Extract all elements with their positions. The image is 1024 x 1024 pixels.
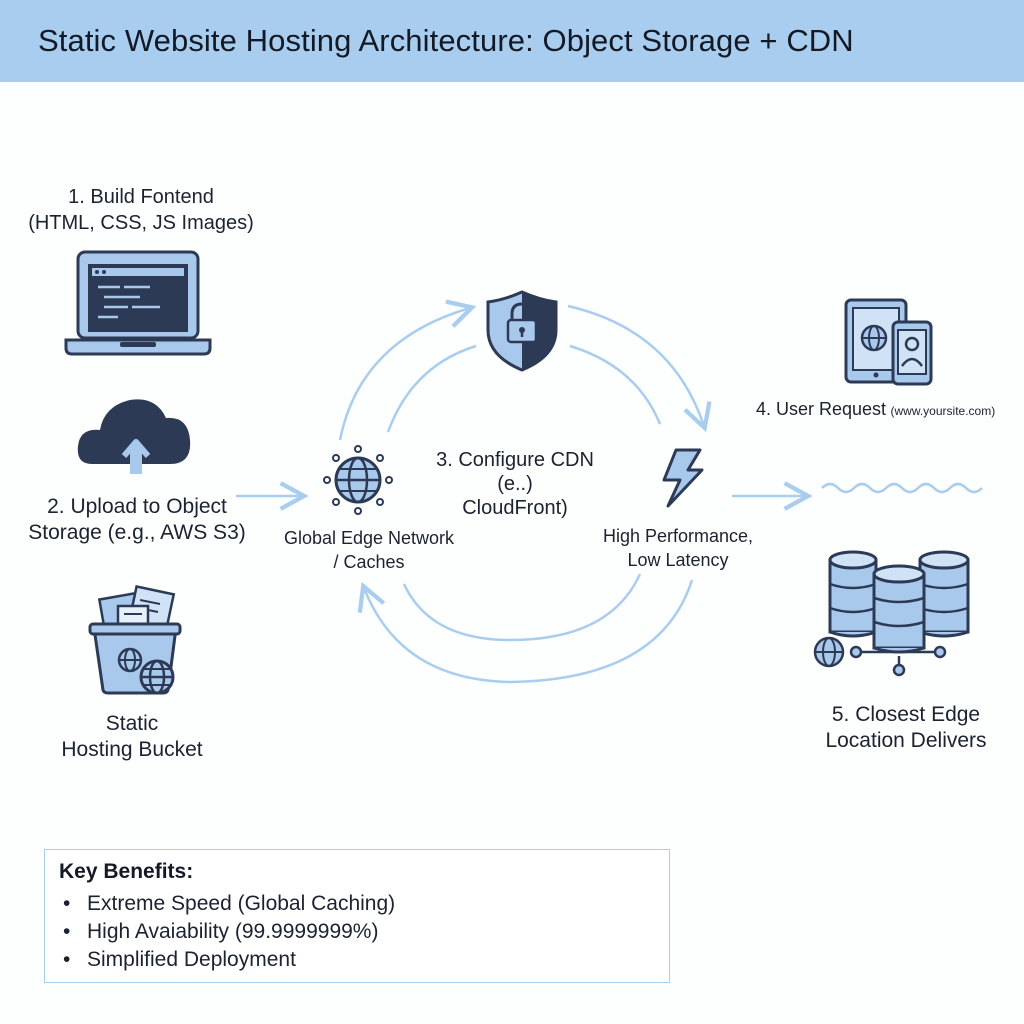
bullet-icon: • — [63, 892, 71, 915]
edge-network-line1: Global Edge Network — [283, 528, 455, 548]
bullet-icon: • — [63, 920, 71, 943]
step-build-label: 1. Build Fontend (HTML, CSS, JS Images) — [18, 184, 264, 236]
tablet-phone-icon — [844, 298, 933, 386]
step-upload-line2: Storage (e.g., AWS S3) — [28, 521, 246, 544]
step-cdn-line2: (e..) — [497, 473, 533, 495]
wave-line — [821, 482, 983, 494]
step-build-line1: 1. Build Fontend — [68, 186, 214, 208]
benefit-text: Simplified Deployment — [87, 948, 296, 971]
list-item: • Simplified Deployment — [59, 946, 655, 974]
database-servers-icon — [813, 550, 970, 677]
benefit-text: Extreme Speed (Global Caching) — [87, 892, 396, 915]
closest-edge-label: 5. Closest Edge Location Delivers — [806, 702, 1006, 754]
benefit-text: High Avaiability (99.9999999%) — [87, 920, 379, 943]
list-item: • High Avaiability (99.9999999%) — [59, 918, 655, 946]
bucket-line1: Static — [105, 712, 159, 735]
key-benefits-list: • Extreme Speed (Global Caching) • High Av… — [59, 890, 655, 974]
bullet-icon: • — [63, 948, 71, 971]
performance-label: High Performance, Low Latency — [586, 524, 770, 572]
list-item: • Extreme Speed (Global Caching) — [59, 890, 655, 918]
arc-bottom-outer — [364, 579, 694, 684]
user-request-label: 4. User Request (www.yoursite.com) — [756, 398, 1024, 422]
step-build-line2: (HTML, CSS, JS Images) — [28, 212, 254, 234]
key-benefits-box: Key Benefits: • Extreme Speed (Global Cac… — [44, 849, 670, 983]
performance-line2: Low Latency — [627, 550, 729, 570]
arc-top-inner-left — [386, 344, 477, 433]
shield-lock-icon — [486, 290, 558, 372]
user-request-detail: (www.yoursite.com) — [890, 404, 996, 418]
storage-bucket-icon — [88, 585, 182, 695]
edge-network-line2: / Caches — [333, 552, 405, 572]
key-benefits-heading: Key Benefits: — [59, 860, 194, 883]
step-cdn-line1: 3. Configure CDN — [436, 449, 594, 471]
arc-top-outer-right — [567, 304, 704, 426]
step-cdn-line3: CloudFront) — [462, 497, 568, 519]
edge-network-label: Global Edge Network / Caches — [272, 526, 466, 574]
globe-network-icon — [323, 445, 393, 515]
cloud-upload-icon — [77, 399, 191, 474]
performance-line1: High Performance, — [602, 526, 754, 546]
arc-bottom-inner — [402, 573, 642, 642]
lightning-bolt-icon — [662, 448, 704, 508]
arc-top-inner-right — [569, 344, 662, 425]
arc-top-outer-left — [338, 308, 470, 441]
step-upload-label: 2. Upload to Object Storage (e.g., AWS S… — [14, 494, 260, 546]
closest-edge-line1: 5. Closest Edge — [831, 703, 981, 726]
bucket-label: Static Hosting Bucket — [32, 711, 232, 763]
closest-edge-line2: Location Delivers — [825, 729, 987, 752]
user-request-main: 4. User Request — [756, 399, 887, 419]
page-title: Static Website Hosting Architecture: Obj… — [38, 23, 854, 58]
step-upload-line1: 2. Upload to Object — [47, 495, 227, 518]
flow-arrows — [236, 304, 983, 684]
laptop-code-icon — [64, 250, 212, 356]
step-cdn-label: 3. Configure CDN (e..) CloudFront) — [420, 448, 610, 520]
title-bar: Static Website Hosting Architecture: Obj… — [0, 0, 1024, 82]
bucket-line2: Hosting Bucket — [61, 738, 203, 761]
